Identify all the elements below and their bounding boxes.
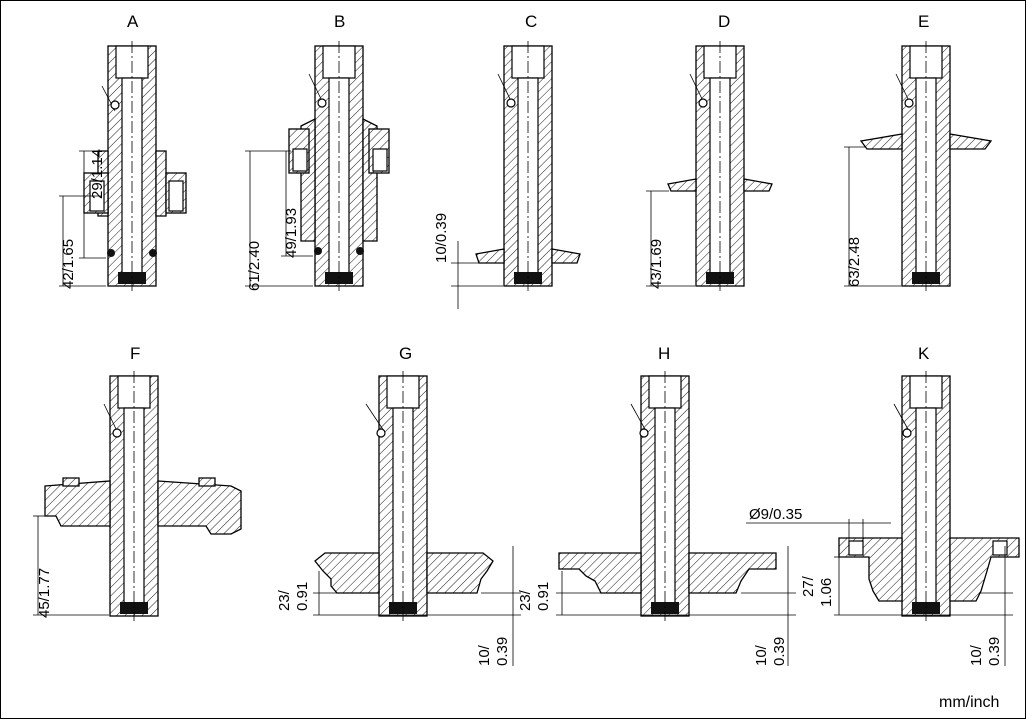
variant-a: A 42/1.65 29/1.14 [59,12,187,291]
label-g: G [399,344,412,363]
variant-c: C 10/0.39 [433,12,581,309]
label-e: E [918,12,929,31]
flange-left-h [558,552,642,594]
variant-h: H 23/ 0.91 10/ 0.39 [517,344,796,666]
clamp-left-f [44,480,111,527]
dim-d: 43/1.69 [648,239,665,289]
dim-k-a1: 27/ [800,575,817,597]
unit-label: mm/inch [939,694,999,711]
dim-k-a2: 1.06 [818,578,835,607]
label-a: A [127,12,139,31]
label-f: F [130,344,140,363]
variant-k: K Ø9/0.35 27/ 1.06 10/ 0.39 [746,344,1020,666]
dim-g-a1: 23/ [276,589,293,611]
dim-b-outer: 61/2.40 [246,241,263,291]
dim-b-inner: 49/1.93 [283,208,300,258]
dim-c: 10/0.39 [433,213,450,263]
dim-k-b2: 0.39 [986,637,1003,666]
bore-hole-k [848,540,864,556]
dim-f: 45/1.77 [36,568,53,618]
label-h: H [658,344,670,363]
dim-h-b2: 0.39 [771,637,788,666]
flange-left-e [859,133,903,150]
flange-left-d [667,178,697,192]
dim-h-b1: 10/ [753,644,770,666]
dim-k-b1: 10/ [968,644,985,666]
variant-b: B 61/2.40 49/1.93 [245,12,390,291]
dim-g-b2: 0.39 [494,637,511,666]
dim-h-a1: 23/ [517,589,534,611]
label-d: D [718,12,730,31]
dim-a-upper: 29/1.14 [89,149,106,199]
o-ring-a [107,249,115,257]
dim-g-a2: 0.91 [294,582,311,611]
dim-g-b1: 10/ [476,644,493,666]
variant-f: F 45/1.77 [33,344,242,621]
variant-e: E 63/2.48 [844,12,993,291]
o-ring-b [314,247,322,255]
variant-g: G 23/ 0.91 10/ 0.39 [276,344,521,666]
dim-a-lower: 42/1.65 [60,239,77,289]
dim-k-dia: Ø9/0.35 [749,506,802,523]
flange-left-g [314,552,380,594]
label-b: B [334,12,345,31]
label-k: K [918,344,930,363]
label-c: C [525,12,537,31]
variant-d: D 43/1.69 [646,12,773,291]
dim-h-a2: 0.91 [535,582,552,611]
flange-left-c [475,248,505,264]
dim-e: 63/2.48 [846,237,863,287]
